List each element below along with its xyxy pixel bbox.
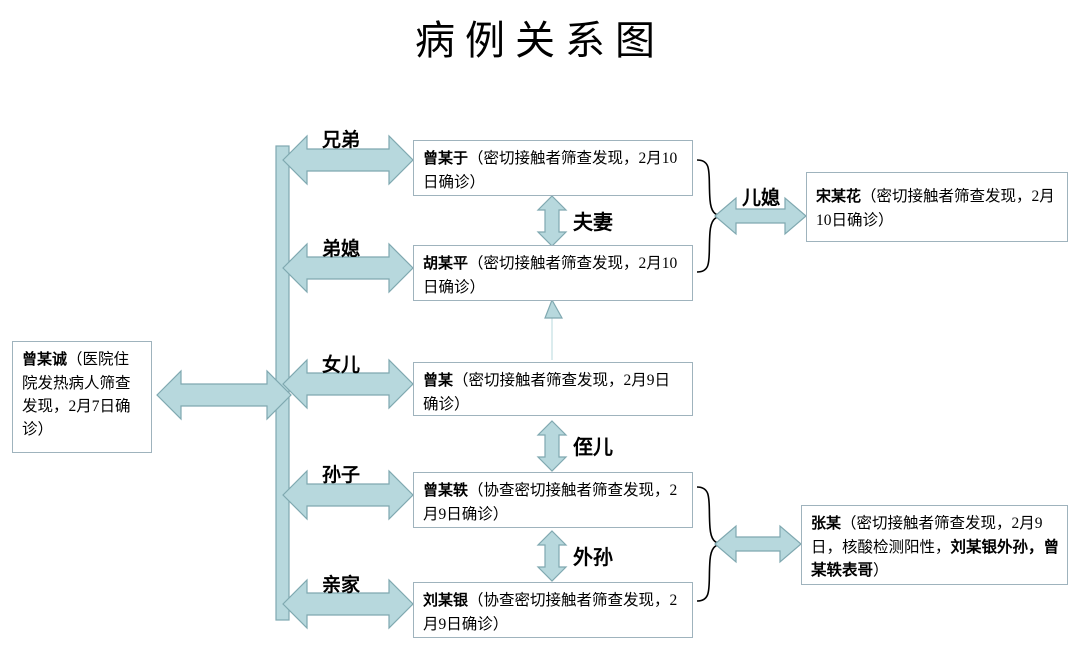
case-detail-song-mou-hua: （密切接触者筛查发现，2月10日确诊）: [816, 188, 1055, 229]
case-box-song-mou-hua[interactable]: 宋某花（密切接触者筛查发现，2月10日确诊）: [806, 172, 1068, 242]
case-detail-zhang-mou-c: ）: [873, 561, 889, 579]
case-name-liu-mou-yin: 刘某银: [423, 592, 469, 609]
case-detail-zhang-mou-a: （密切接触者筛查发现，2月9日，核酸检测阳性，: [811, 515, 1043, 556]
case-name-hu-mou-ping: 胡某平: [423, 255, 469, 272]
relation-label-nephew: 侄儿: [573, 437, 613, 459]
case-name-index: 曾某诚: [22, 351, 68, 368]
case-detail-zeng-mou-yu: （密切接触者筛查发现，2月10日确诊）: [423, 150, 678, 191]
page-title: 病例关系图: [415, 18, 665, 63]
case-box-liu-mou-yin[interactable]: 刘某银（协查密切接触者筛查发现，2月9日确诊）: [413, 582, 693, 638]
relation-label-brother: 兄弟: [322, 130, 361, 151]
case-detail-liu-mou-yin: （协查密切接触者筛查发现，2月9日确诊）: [423, 592, 678, 633]
case-detail-index: （医院住院发热病人筛查发现，2月7日确诊）: [22, 351, 131, 438]
arrow-nephew: [536, 420, 568, 472]
relation-label-daughter: 女儿: [322, 355, 361, 376]
relation-label-grandson: 孙子: [322, 465, 361, 486]
case-name-zeng-mou-yu: 曾某于: [423, 150, 469, 167]
case-box-zhang-mou[interactable]: 张某（密切接触者筛查发现，2月9日，核酸检测阳性，刘某银外孙，曾某轶表哥）: [801, 505, 1068, 585]
relation-label-couple: 夫妻: [573, 212, 613, 234]
arrow-zhang-link: [714, 524, 802, 564]
case-box-hu-mou-ping[interactable]: 胡某平（密切接触者筛查发现，2月10日确诊）: [413, 245, 693, 301]
case-box-zeng-mou-yi[interactable]: 曾某轶（协查密切接触者筛查发现，2月9日确诊）: [413, 472, 693, 528]
case-name-song-mou-hua: 宋某花: [816, 188, 862, 205]
relation-label-in-laws: 亲家: [322, 575, 361, 596]
case-name-zeng-mou: 曾某: [423, 372, 454, 389]
arrow-couple: [536, 195, 568, 247]
case-name-zeng-mou-yi: 曾某轶: [423, 482, 469, 499]
case-detail-hu-mou-ping: （密切接触者筛查发现，2月10日确诊）: [423, 255, 678, 296]
relation-label-daughter-in-law: 儿媳: [742, 188, 781, 209]
case-box-zeng-mou-yu[interactable]: 曾某于（密切接触者筛查发现，2月10日确诊）: [413, 140, 693, 196]
case-detail-zhang-mou-b: 刘某银外孙，曾某轶表哥: [811, 538, 1060, 579]
relation-label-grandson-maternal: 外孙: [573, 547, 613, 569]
relation-label-sister-in-law: 弟媳: [322, 239, 361, 260]
arrow-index-to-spine: [156, 369, 292, 421]
case-name-zhang-mou: 张某: [811, 515, 842, 532]
case-box-zeng-mou[interactable]: 曾某（密切接触者筛查发现，2月9日确诊）: [413, 362, 693, 416]
arrow-grandson-maternal: [536, 530, 568, 582]
case-detail-zeng-mou: （密切接触者筛查发现，2月9日确诊）: [423, 372, 671, 413]
case-box-index[interactable]: 曾某诚（医院住院发热病人筛查发现，2月7日确诊）: [12, 341, 152, 453]
case-detail-zeng-mou-yi: （协查密切接触者筛查发现，2月9日确诊）: [423, 482, 678, 523]
